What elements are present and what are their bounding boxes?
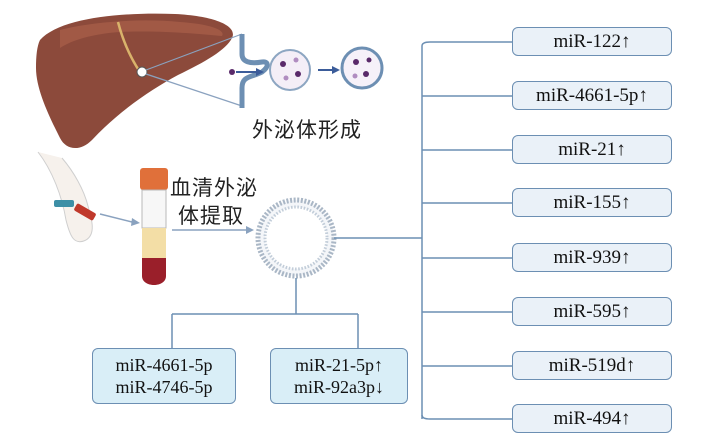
mirna-box: miR-595↑	[512, 297, 672, 326]
mirna-pair-line1: miR-21-5p↑	[295, 355, 383, 375]
mirna-pair-box-left: miR-4661-5p miR-4746-5p	[92, 348, 236, 404]
mirna-pair-line1: miR-4661-5p	[115, 355, 213, 375]
serum-extraction-label-line1: 血清外泌	[170, 176, 258, 200]
mirna-box: miR-4661-5p↑	[512, 81, 672, 110]
exosome-formation-label: 外泌体形成	[252, 118, 362, 142]
exosome-vesicle-icon	[255, 197, 337, 279]
blood-tube-icon	[140, 168, 168, 285]
mirna-pair-line2: miR-4746-5p	[115, 377, 213, 397]
mirna-box: miR-122↑	[512, 27, 672, 56]
mirna-pair-box-right: miR-21-5p↑ miR-92a3p↓	[270, 348, 408, 404]
exosome-release-icon	[229, 34, 384, 108]
mirna-box: miR-494↑	[512, 404, 672, 433]
blood-draw-icon	[37, 151, 140, 243]
mirna-box: miR-155↑	[512, 188, 672, 217]
mirna-box: miR-21↑	[512, 135, 672, 164]
mirna-box: miR-939↑	[512, 243, 672, 272]
serum-extraction-label-line2: 体提取	[178, 204, 244, 228]
liver-icon	[36, 13, 233, 149]
mirna-box: miR-519d↑	[512, 351, 672, 380]
mirna-pair-line2: miR-92a3p↓	[294, 377, 384, 397]
